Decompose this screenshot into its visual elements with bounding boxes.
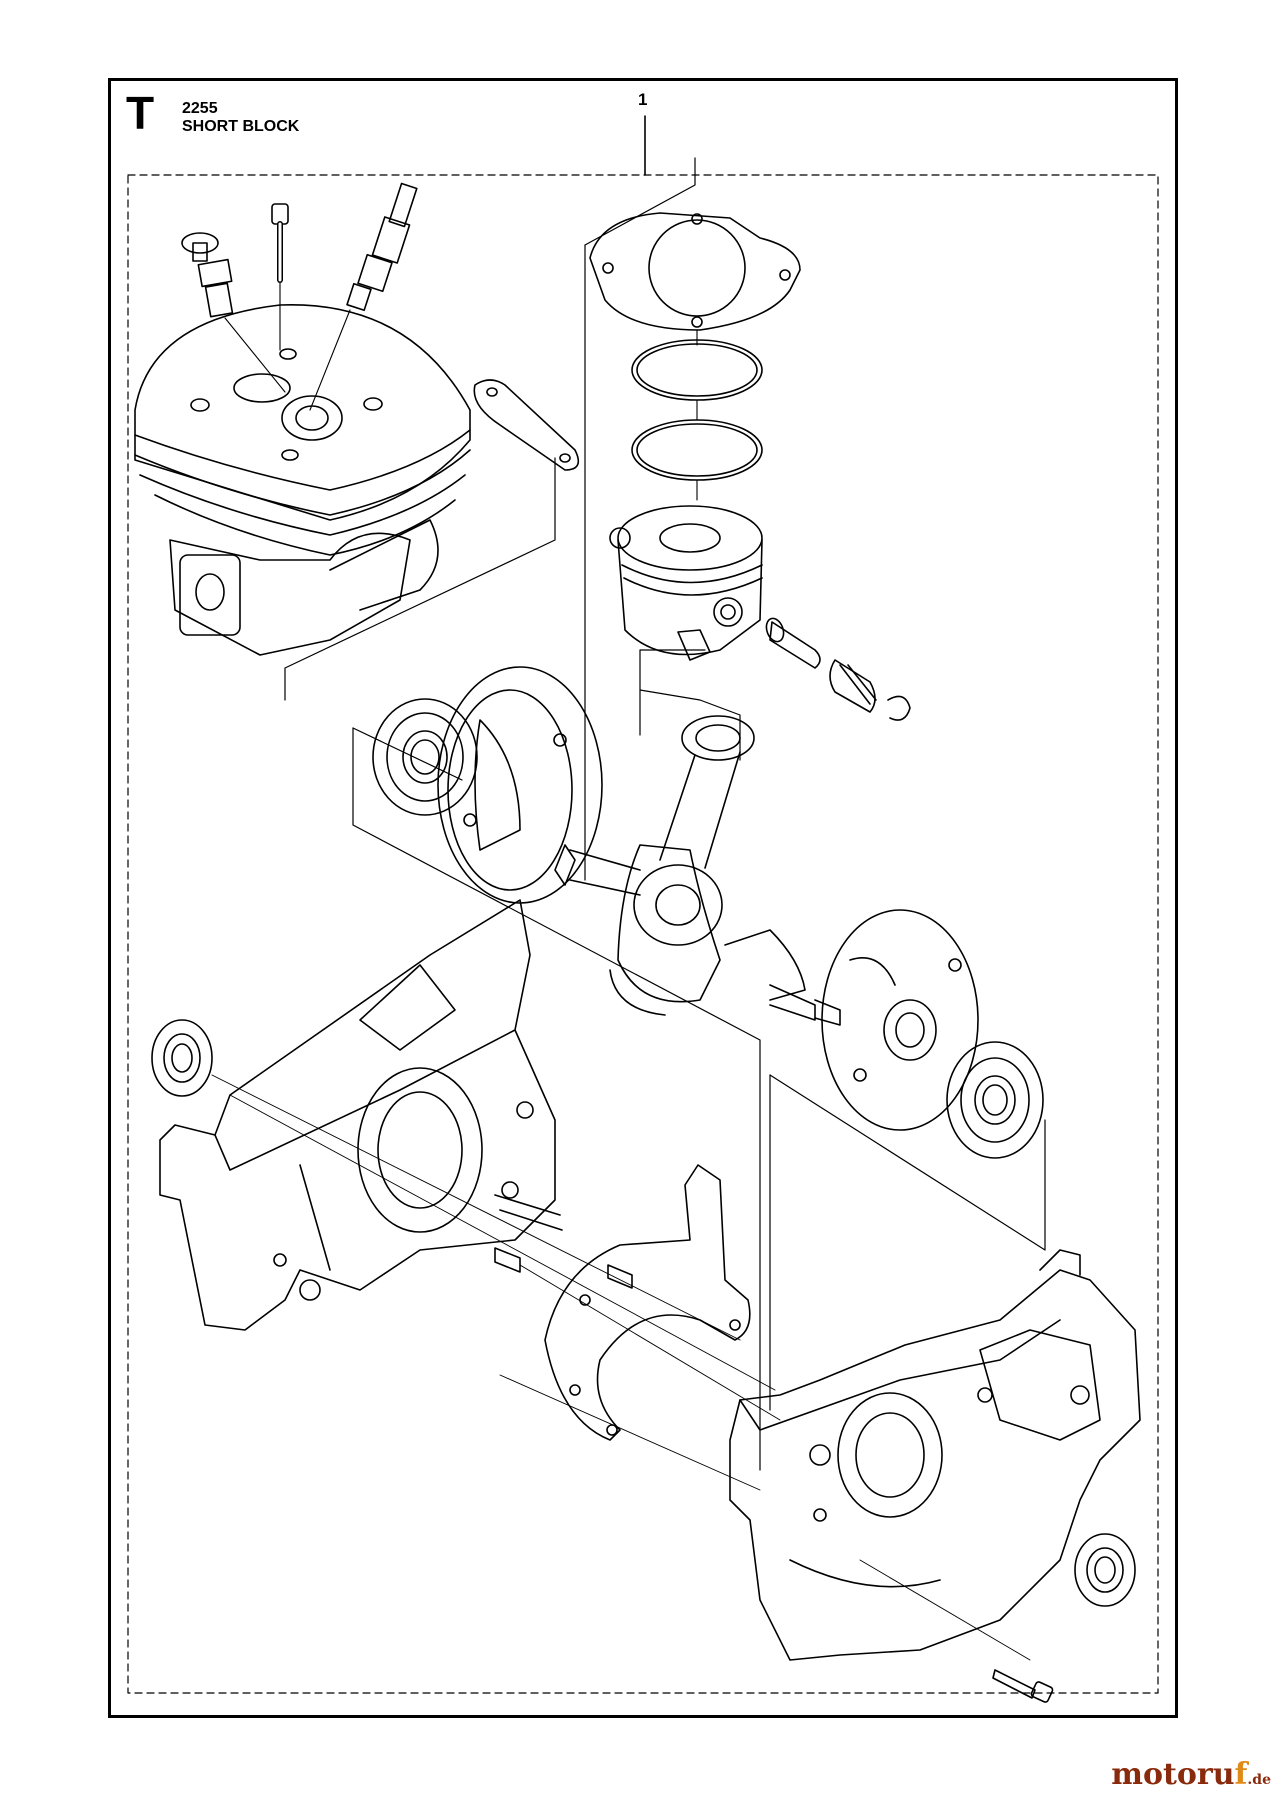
crankshaft [554,844,841,1026]
crankshaft-group-bracket [352,727,1046,1471]
decompression-valve [181,232,286,393]
section-name: SHORT BLOCK [182,118,300,135]
crankcase-seal-right [1074,1533,1136,1607]
crankcase-left [159,899,563,1331]
crankcase-gasket [544,1164,751,1441]
cylinder-screw [271,203,289,351]
needle-bearing [829,659,877,713]
main-bearing-right [946,1041,1044,1159]
section-code: 2255 [182,100,218,117]
cylinder-group-bracket [284,457,556,701]
cylinder [134,304,471,656]
dowel-pins [494,1247,633,1289]
connecting-rod [633,715,755,946]
assembly-boundary [127,115,1159,1694]
section-letter: T [126,87,155,139]
watermark-logo: motoruf.de [1111,1757,1271,1792]
crank-web-left [437,666,603,904]
crankcase-right [729,1249,1141,1661]
piston-pin [765,617,821,669]
crank-web-right [821,909,979,1131]
piston-group-bracket [584,157,741,881]
piston [609,505,763,661]
exhaust-gasket [473,379,580,471]
cylinder-base-gasket [589,212,801,346]
assembly-guide-lines [211,1074,1031,1661]
drawing-frame [108,78,1178,1718]
crankcase-screw [992,1669,1054,1703]
main-bearing-left [372,698,478,816]
piston-rings [631,339,763,501]
crankcase-seal-left [151,1019,213,1097]
spark-plug [309,182,418,411]
callout-1: 1 [638,90,648,109]
circlip [887,695,911,721]
